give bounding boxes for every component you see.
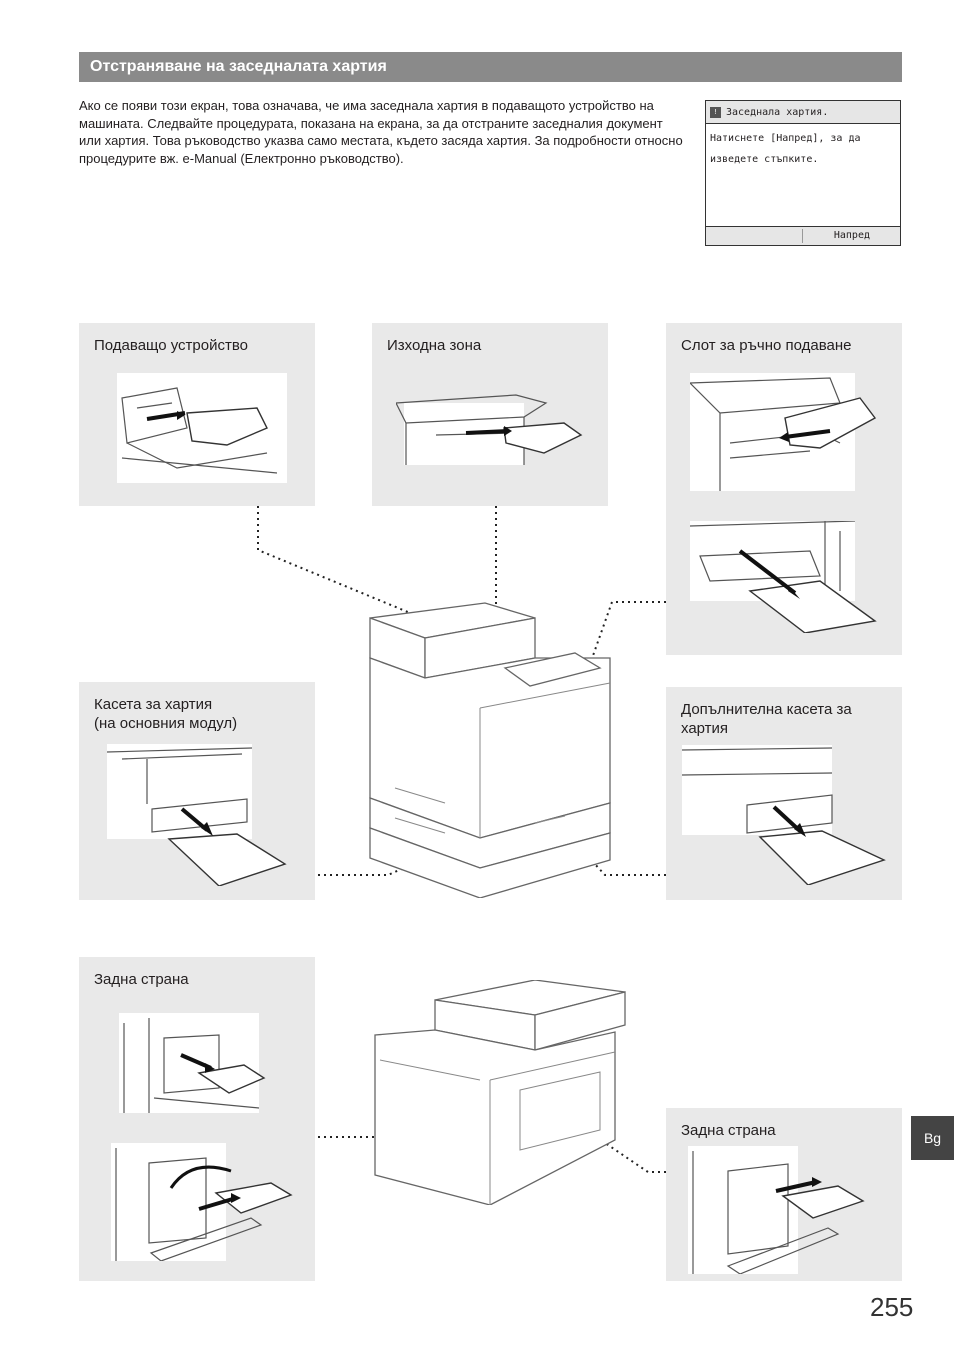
warning-icon: ! (710, 106, 721, 118)
cassette-optional-illustration (682, 745, 886, 885)
manual-slot-drawer-illustration (690, 521, 877, 633)
panel-cassette-main: Касета за хартия (на основния модул) (79, 682, 315, 900)
panel-cassette-optional: Допълнителна касета за хартия (666, 687, 902, 900)
next-button[interactable]: Напред (833, 230, 870, 241)
rear-right-illustration (688, 1146, 865, 1274)
lcd-footer: Напред (706, 226, 900, 245)
section-title-bar: Отстраняване на заседналата хартия (79, 52, 902, 82)
panel-output-area: Изходна зона (372, 323, 608, 506)
rear-left-bottom-illustration (111, 1143, 293, 1261)
page-number: 255 (870, 1292, 914, 1322)
label-manual-slot: Слот за ръчно подаване (681, 337, 852, 354)
panel-manual-slot: Слот за ръчно подаване (666, 323, 902, 655)
printer-front-illustration (369, 602, 611, 898)
cassette-main-illustration (107, 744, 287, 886)
label-rear-left: Задна страна (94, 971, 189, 988)
output-area-illustration (396, 394, 583, 465)
lcd-header: ! Заседнала хартия. (706, 101, 900, 124)
rear-left-top-illustration (119, 1013, 266, 1113)
lcd-message: Натиснете [Напред], за да изведете стъпк… (710, 133, 861, 165)
feeder-illustration (117, 373, 287, 483)
printer-rear-illustration (374, 980, 626, 1205)
language-tab: Bg (911, 1116, 954, 1160)
manual-slot-illustration (690, 373, 877, 491)
panel-rear-right: Задна страна (666, 1108, 902, 1281)
label-cassette-main: Касета за хартия (на основния модул) (94, 696, 238, 732)
label-rear-right: Задна страна (681, 1122, 776, 1139)
lcd-title: Заседнала хартия. (726, 106, 829, 118)
section-title: Отстраняване на заседналата хартия (90, 58, 387, 75)
label-output-area: Изходна зона (387, 337, 482, 354)
panel-feeder: Подаващо устройство (79, 323, 315, 506)
label-cassette-optional: Допълнителна касета за хартия (681, 701, 852, 737)
label-feeder: Подаващо устройство (94, 337, 248, 354)
lcd-screen-example: ! Заседнала хартия. Натиснете [Напред], … (705, 100, 901, 246)
intro-paragraph: Ако се появи този екран, това означава, … (79, 98, 683, 166)
panel-rear-left: Задна страна (79, 957, 315, 1281)
